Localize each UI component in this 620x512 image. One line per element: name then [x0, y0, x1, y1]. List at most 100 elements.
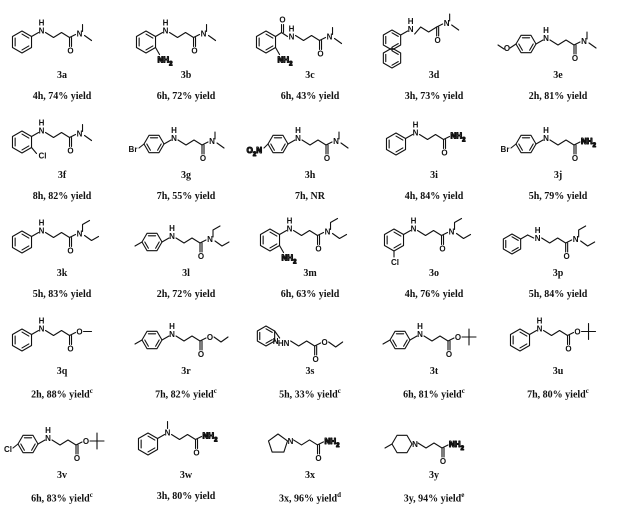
bond: [573, 141, 581, 146]
compound-label: 3g: [181, 170, 191, 181]
time-yield-text: 4h, 74% yield: [32, 91, 92, 102]
bond: [441, 444, 449, 449]
compound-label: 3k: [56, 268, 68, 279]
compound-label: 3o: [429, 268, 439, 279]
oxygen-atom: O: [317, 50, 323, 59]
double-bond: [147, 447, 156, 453]
chlorine-atom: Cl: [4, 445, 12, 454]
carbon-chain: [580, 240, 596, 247]
hydrogen-atom: H: [287, 217, 293, 226]
reaction-conditions: 7h, 55% yield: [124, 191, 248, 202]
reaction-conditions: 7h, 82% yieldc: [124, 387, 248, 400]
carbon-chain: [416, 229, 443, 237]
carbon-chain: [423, 335, 449, 342]
bond: [573, 41, 581, 46]
nitrogen-atom: N: [289, 33, 295, 42]
hydrogen-atom: H: [169, 224, 175, 233]
double-bond: [270, 143, 275, 151]
ester-oxygen: O: [322, 338, 328, 347]
hydrogen-atom: H: [45, 426, 51, 435]
footnote-marker: c: [461, 387, 465, 395]
amino-group: NH2: [451, 132, 467, 144]
carbon-chain: [177, 139, 203, 146]
double-bond: [529, 143, 534, 151]
bond: [30, 146, 38, 155]
time-yield-text: 7h, NR: [294, 191, 325, 202]
bond: [274, 31, 283, 38]
carbon-chain: [578, 225, 587, 238]
bond: [535, 139, 544, 145]
reaction-conditions: 3h, 80% yield: [124, 491, 248, 502]
oxygen-atom: O: [67, 147, 73, 156]
compound-label: 3y: [429, 470, 439, 481]
footnote-marker: c: [585, 387, 589, 395]
double-bond: [21, 145, 30, 151]
compound-label: 3m: [303, 268, 317, 279]
time-yield-text: 7h, 80% yield: [527, 389, 586, 401]
reaction-conditions: 8h, 82% yield: [0, 191, 124, 202]
reaction-conditions: 5h, 84% yield: [496, 289, 620, 300]
double-bond: [20, 443, 25, 451]
carbon-chain: [170, 433, 197, 441]
compound-label: 3a: [57, 70, 67, 81]
bond: [68, 233, 77, 239]
oxygen-atom: O: [435, 36, 441, 45]
nitrogen-atom: N: [537, 325, 543, 334]
ester-oxygen: O: [207, 333, 213, 342]
bond: [314, 342, 322, 347]
oxygen-atom: O: [315, 454, 321, 463]
bond: [535, 39, 544, 45]
oxygen-atom: O: [504, 44, 510, 53]
carbon-chain: [418, 133, 445, 141]
hydrogen-atom: H: [543, 26, 549, 35]
bond: [442, 135, 451, 141]
bond: [194, 435, 203, 441]
footnote-marker: c: [213, 387, 217, 395]
double-bond: [529, 43, 534, 51]
time-yield-text: 6h, 43% yield: [280, 91, 340, 102]
double-bond: [391, 43, 399, 48]
time-yield-text: 4h, 84% yield: [404, 191, 464, 202]
reaction-conditions: 6h, 83% yieldc: [0, 491, 124, 504]
hydrogen-atom: H: [535, 226, 541, 235]
amino-group: NH2: [449, 440, 465, 452]
double-bond: [147, 435, 156, 441]
footnote-marker: c: [337, 387, 341, 395]
nitrogen-atom: N: [327, 33, 333, 42]
nitrogen-atom: N: [543, 134, 549, 143]
nitrogen-atom: N: [45, 434, 51, 443]
bond: [68, 331, 77, 337]
carbon-chain: [414, 26, 438, 35]
bond: [278, 229, 288, 236]
bond: [447, 337, 455, 342]
hydrogen-atom: H: [417, 322, 423, 331]
bond: [37, 439, 46, 445]
bond: [527, 234, 535, 239]
reaction-conditions: 4h, 84% yield: [372, 191, 496, 202]
double-bond: [31, 443, 36, 451]
double-bond: [21, 45, 30, 51]
nitrogen-atom: N: [201, 30, 207, 39]
bond: [201, 141, 209, 146]
reaction-conditions: 2h, 72% yield: [124, 289, 248, 300]
nitrogen-atom: N: [581, 37, 587, 46]
bond: [12, 443, 19, 449]
carbon-chain: [331, 232, 348, 240]
carbon-chain: [455, 232, 472, 240]
oxygen-atom: O: [67, 47, 73, 56]
